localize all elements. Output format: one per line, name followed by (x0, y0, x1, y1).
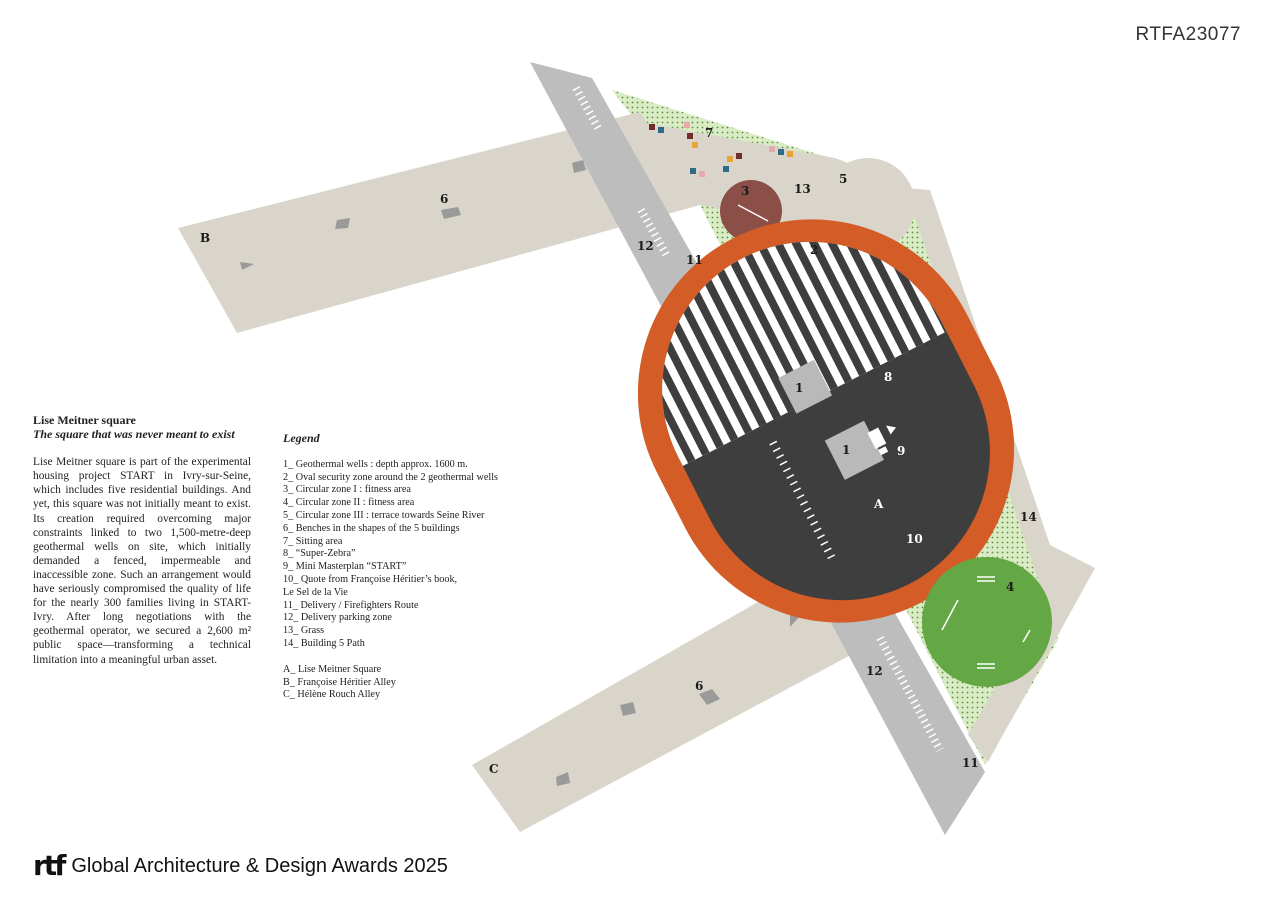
legend-item: 12_ Delivery parking zone (283, 612, 392, 624)
label-2: 2 (810, 243, 818, 257)
label-12b: 12 (866, 664, 883, 678)
legend-item: 6_ Benches in the shapes of the 5 buildi… (283, 522, 460, 534)
description-title: Lise Meitner square (33, 413, 136, 427)
fitness-mark (737, 204, 769, 222)
circular-zone-ii (922, 557, 1052, 687)
footer-text: Global Architecture & Design Awards 2025 (71, 854, 448, 877)
label-6: 6 (440, 192, 448, 206)
parking-marks (637, 208, 672, 260)
super-zebra (611, 190, 952, 467)
label-14: 14 (1020, 510, 1037, 524)
zebra-stripe (741, 247, 824, 398)
zebra-stripe (755, 239, 838, 391)
zebra-stripe (812, 210, 895, 362)
geothermal-well-1 (778, 359, 833, 414)
alley-b (178, 112, 700, 333)
legend-place: C_ Hélène Rouch Alley (283, 689, 381, 701)
legend-item: Le Sel de la Vie (283, 586, 348, 598)
project-description: Lise Meitner square The square that was … (33, 413, 251, 667)
legend-item: 3_ Circular zone I : fitness area (283, 484, 411, 496)
label-3: 3 (741, 184, 749, 198)
legend-item: 13_ Grass (283, 625, 325, 637)
label-7: 7 (705, 126, 713, 140)
label-5: 5 (839, 172, 847, 186)
legend-item: 14_ Building 5 Path (283, 637, 365, 649)
zebra-stripe (713, 261, 796, 413)
zebra-stripe (684, 276, 767, 427)
legend-title: Legend (283, 431, 320, 445)
legend-place: A_ Lise Meitner Square (283, 663, 382, 675)
legend-item: 10_ Quote from Françoise Héritier’s book… (283, 573, 458, 585)
label-4: 4 (1006, 580, 1014, 594)
parking-marks (876, 636, 944, 752)
legend-item: 2_ Oval security zone around the 2 geoth… (283, 471, 499, 483)
label-c: C (489, 762, 499, 776)
legend-place: B_ Françoise Héritier Alley (283, 676, 396, 688)
label-6b: 6 (695, 679, 703, 693)
fitness-marks (941, 576, 1031, 669)
label-a: A (873, 497, 884, 511)
legend-item: 4_ Circular zone II : fitness area (283, 497, 415, 509)
zebra-stripe (698, 268, 781, 420)
label-8: 8 (884, 370, 892, 384)
zebra-stripe (784, 225, 867, 377)
label-10: 10 (906, 532, 923, 546)
zebra-stripe (770, 232, 853, 384)
sitting-area (649, 122, 793, 177)
label-13: 13 (794, 182, 811, 196)
parking-marks (572, 86, 602, 130)
benches (240, 160, 802, 786)
label-9: 9 (897, 444, 905, 458)
label-11: 11 (686, 253, 703, 267)
label-11b: 11 (962, 756, 979, 770)
lise-meitner-square-oval (611, 190, 1015, 623)
legend-item: 5_ Circular zone III : terrace towards S… (283, 509, 485, 521)
zebra-stripe (655, 290, 739, 442)
project-code: RTFA23077 (1135, 24, 1241, 45)
zebra-stripe (798, 218, 881, 369)
legend-item: 11_ Delivery / Firefighters Route (283, 599, 419, 611)
description-body: Lise Meitner square is part of the exper… (33, 456, 251, 666)
rtf-logo: rtf (33, 849, 66, 882)
label-12: 12 (637, 239, 654, 253)
zebra-stripe (670, 283, 753, 435)
label-1b: 1 (842, 443, 850, 457)
legend-item: 9_ Mini Masterplan “START” (283, 561, 407, 573)
label-b: B (200, 231, 210, 245)
legend-item: 1_ Geothermal wells : depth approx. 1600… (283, 458, 468, 470)
legend-item: 8_ “Super-Zebra” (283, 548, 356, 560)
legend: Legend 1_ Geothermal wells : depth appro… (283, 432, 518, 702)
description-subtitle: The square that was never meant to exist (33, 427, 235, 442)
legend-item: 7_ Sitting area (283, 535, 343, 547)
mini-masterplan-icon (867, 425, 897, 456)
zebra-stripe (727, 254, 810, 406)
label-1: 1 (795, 381, 803, 395)
footer: rtf Global Architecture & Design Awards … (33, 852, 448, 880)
